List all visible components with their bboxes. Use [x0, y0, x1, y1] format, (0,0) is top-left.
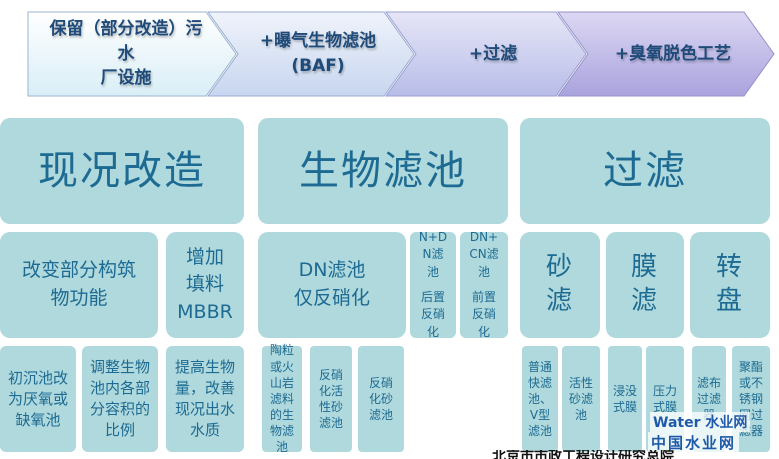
post-denitrification-label: 后置 反硝 化: [420, 290, 445, 339]
detail-box-adjust-volumes: 调整生物 池内各部 分容积的 比例: [82, 346, 158, 452]
option-box-change-function: 改变部分构筑 物功能: [0, 232, 158, 338]
detail-box-mesh-filter: 聚酯 或不 锈钢 网过 滤器: [732, 346, 770, 452]
pre-denitrification-label: 前置 反硝 化: [471, 290, 496, 339]
detail-box-dn-sand-filter: 反硝 化砂 滤池: [358, 346, 404, 452]
category-box-filtration: 过滤: [520, 118, 770, 224]
chevron-step-1-label: 保留（部分改造）污水 厂设施: [49, 19, 203, 89]
n-dn-filter-label: N+D N滤 池: [418, 229, 448, 279]
chevron-step-3: +过滤: [386, 12, 586, 96]
detail-box-improve-biomass: 提高生物 量，改善 现况出水 水质: [166, 346, 244, 452]
detail-box-ceramsite-biofilter: 陶粒 或火 山岩 滤料 的生 物滤 池: [262, 343, 302, 454]
dn-cn-filter-label: DN+ CN滤 池: [469, 229, 499, 279]
option-box-mbbr: 增加 填料 MBBR: [166, 232, 244, 338]
option-box-dn-cn-filter: DN+ CN滤 池 前置 反硝 化: [460, 229, 508, 339]
category-box-biofilter: 生物滤池: [258, 118, 508, 224]
chevron-step-1: 保留（部分改造）污水 厂设施: [28, 12, 236, 96]
watermark-brand: Water 水业网: [650, 412, 751, 432]
detail-box-rapid-v-filter: 普通 快滤 池、 V型 滤池: [522, 346, 558, 452]
option-box-sand-filter: 砂 滤: [520, 232, 600, 338]
detail-box-active-sand-dn: 反硝 化活 性砂 滤池: [310, 346, 352, 452]
chevron-arrows: [27, 11, 775, 97]
detail-box-primary-to-anoxic: 初沉池改 为厌氧或 缺氧池: [0, 346, 76, 452]
watermark-bottom-text: 北京市市政工程设计研究总院: [492, 450, 674, 459]
option-box-membrane-filter: 膜 滤: [606, 232, 684, 338]
chevron-shape-4: [557, 11, 775, 97]
option-box-disc-filter: 转 盘: [690, 232, 770, 338]
chevron-step-2-label: +曝气生物滤池 (BAF): [259, 31, 377, 76]
option-box-n-dn-filter: N+D N滤 池 后置 反硝 化: [410, 229, 456, 339]
detail-box-active-sand-filter: 活性 砂滤 池: [562, 346, 600, 452]
watermark-site: 中国水业网: [648, 432, 740, 453]
chevron-shape-2: [207, 11, 415, 97]
chevron-step-4-label: +臭氧脱色工艺: [614, 43, 732, 64]
chevron-step-3-label: +过滤: [468, 43, 518, 64]
chevron-shape-3: [385, 11, 587, 97]
category-box-retrofit: 现况改造: [0, 118, 244, 224]
chevron-shape-1: [27, 11, 237, 97]
chevron-step-4: +臭氧脱色工艺: [558, 12, 774, 96]
option-box-dn-filter: DN滤池 仅反硝化: [258, 232, 406, 338]
detail-box-submerged-membrane: 浸没 式膜: [608, 346, 642, 452]
chevron-step-2: +曝气生物滤池 (BAF): [208, 12, 414, 96]
